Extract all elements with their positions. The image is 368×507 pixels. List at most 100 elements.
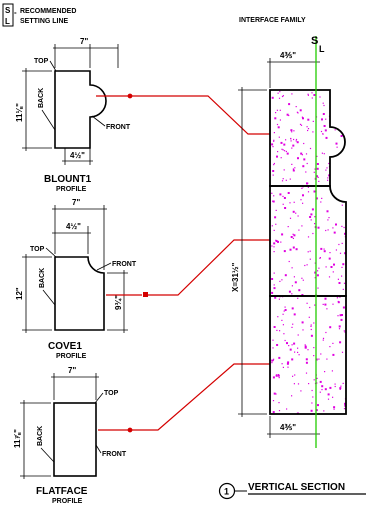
centerline-symbol-s: S	[311, 35, 318, 47]
speckle-dot	[293, 130, 295, 132]
speckle-dot	[319, 257, 321, 259]
speckle-dot	[283, 197, 286, 199]
speckle-dot	[319, 257, 321, 259]
speckle-dot	[329, 252, 331, 254]
speckle-dot	[325, 136, 328, 139]
legend-symbol-l: L	[5, 17, 10, 26]
cove-right-label: 9¾"	[114, 295, 123, 310]
speckle-dot	[285, 179, 287, 181]
blount-name: BLOUNT1	[44, 174, 92, 185]
speckle-dot	[330, 266, 333, 268]
speckle-dot	[299, 109, 302, 112]
speckle-dot	[292, 323, 294, 325]
section-side-dim-label: X=31½"	[231, 262, 240, 292]
speckle-dot	[307, 129, 309, 132]
legend: S L - RECOMMENDED SETTING LINE	[2, 3, 76, 27]
speckle-dot	[271, 245, 273, 247]
speckle-dot	[309, 216, 312, 218]
speckle-dot	[322, 113, 325, 115]
speckle-dot	[319, 96, 321, 98]
speckle-dot	[279, 91, 281, 93]
speckle-dot	[329, 326, 332, 329]
speckle-dot	[301, 321, 304, 324]
speckle-dot	[282, 149, 284, 151]
speckle-dot	[281, 233, 284, 236]
speckle-dot	[292, 144, 295, 147]
speckle-dot	[302, 165, 305, 168]
speckle-dot	[289, 248, 292, 251]
speckle-dot	[291, 307, 294, 310]
speckle-dot	[286, 113, 289, 116]
speckle-dot	[273, 287, 276, 290]
speckle-dot	[335, 223, 337, 226]
speckle-dot	[297, 157, 299, 160]
speckle-dot	[282, 178, 284, 180]
speckle-dot	[281, 148, 283, 150]
speckle-dot	[321, 118, 323, 121]
speckle-dot	[291, 93, 293, 95]
speckle-dot	[297, 297, 299, 299]
speckle-dot	[309, 306, 311, 309]
cove-top-label: TOP	[30, 246, 45, 253]
speckle-dot	[272, 174, 274, 176]
blount-width-label: 7"	[80, 37, 88, 46]
speckle-dot	[272, 411, 275, 414]
flat-height-label: 11⅞"	[13, 429, 22, 448]
speckle-dot	[304, 346, 307, 349]
speckle-dot	[287, 226, 289, 228]
speckle-dot	[326, 167, 328, 169]
speckle-dot	[285, 150, 287, 153]
speckle-dot	[327, 398, 330, 400]
speckle-dot	[339, 387, 342, 390]
speckle-dot	[291, 344, 293, 346]
speckle-dot	[273, 246, 275, 248]
speckle-dot	[287, 192, 290, 194]
speckle-dot	[323, 410, 325, 412]
speckle-dot	[305, 358, 308, 361]
speckle-dot	[312, 208, 314, 210]
speckle-dot	[315, 358, 318, 361]
speckle-dot	[320, 130, 323, 133]
speckle-dot	[312, 120, 314, 122]
speckle-dot	[284, 306, 286, 308]
speckle-dot	[274, 296, 277, 299]
cove-shape	[54, 256, 105, 331]
speckle-dot	[278, 136, 280, 138]
speckle-dot	[305, 171, 307, 173]
speckle-dot	[301, 187, 303, 189]
speckle-dot	[298, 354, 300, 356]
speckle-dot	[325, 169, 327, 171]
speckle-dot	[276, 109, 278, 111]
speckle-dot	[318, 358, 320, 360]
cove-front-label: FRONT	[112, 261, 137, 268]
speckle-dot	[339, 252, 342, 254]
speckle-dot	[326, 308, 328, 310]
speckle-dot	[293, 383, 295, 385]
speckle-dot	[316, 274, 319, 277]
speckle-dot	[305, 153, 308, 155]
speckle-dot	[302, 329, 304, 331]
speckle-dot	[297, 112, 299, 114]
speckle-dot	[322, 133, 324, 135]
speckle-dot	[307, 118, 310, 121]
speckle-dot	[308, 316, 310, 318]
speckle-dot	[273, 162, 275, 165]
speckle-dot	[335, 142, 338, 145]
speckle-dot	[294, 374, 296, 376]
legend-box	[2, 3, 14, 27]
blount-base-label: 4½"	[70, 151, 85, 160]
speckle-dot	[271, 143, 274, 146]
speckle-dot	[339, 341, 342, 344]
speckle-dot	[306, 126, 308, 128]
speckle-dot	[332, 303, 334, 305]
cove-height-label: 12"	[15, 287, 24, 300]
speckle-dot	[316, 377, 318, 379]
speckle-dot	[327, 393, 330, 396]
speckle-dot	[306, 302, 308, 304]
speckle-dot	[273, 392, 276, 395]
speckle-dot	[282, 366, 284, 368]
speckle-dot	[271, 291, 274, 294]
speckle-dot	[307, 128, 310, 130]
speckle-dot	[292, 168, 294, 170]
speckle-dot	[309, 147, 312, 150]
